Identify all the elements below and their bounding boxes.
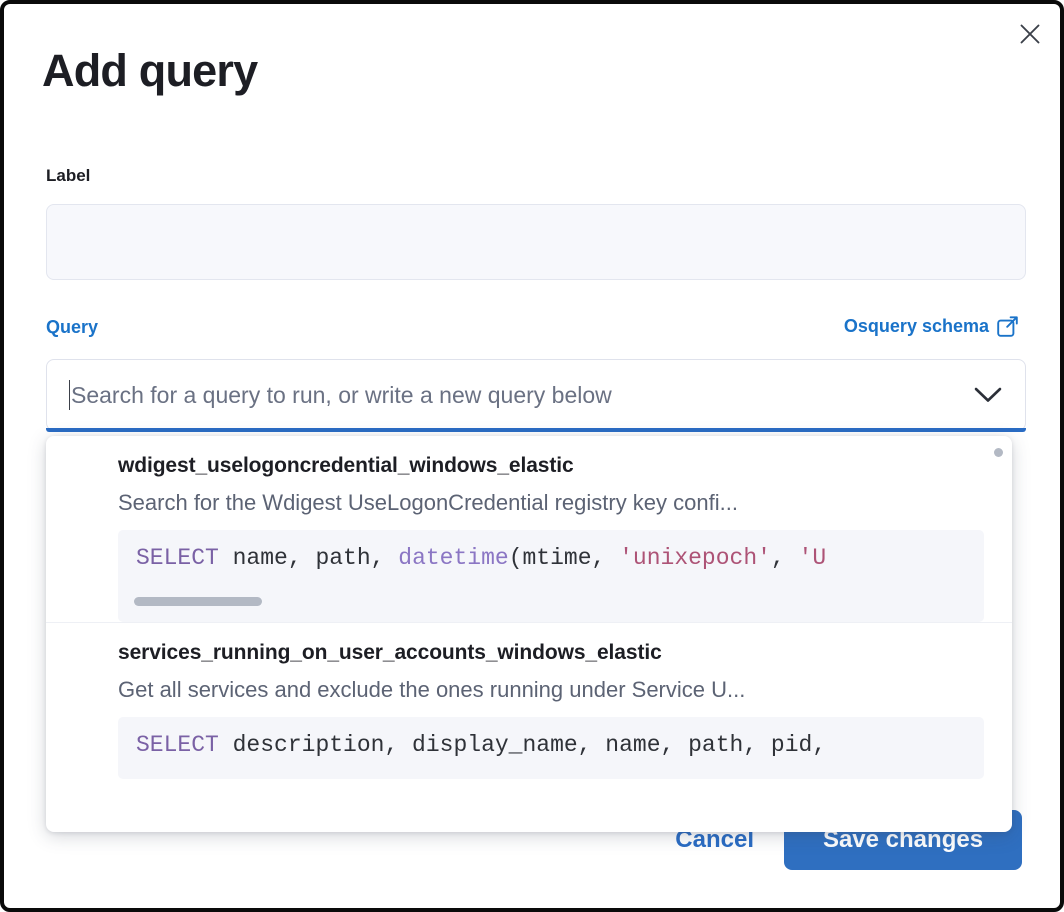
code-line: SELECT name, path, datetime(mtime, 'unix… bbox=[136, 545, 827, 571]
option-code-block: SELECT description, display_name, name, … bbox=[118, 717, 984, 779]
label-field-label: Label bbox=[46, 166, 91, 185]
text-caret bbox=[69, 380, 70, 410]
close-icon bbox=[1019, 23, 1041, 45]
option-description: Get all services and exclude the ones ru… bbox=[118, 677, 746, 702]
option-title: services_running_on_user_accounts_window… bbox=[118, 641, 662, 664]
list-item[interactable]: wdigest_uselogoncredential_windows_elast… bbox=[46, 436, 1012, 622]
dropdown-scrollbar-thumb[interactable] bbox=[994, 448, 1003, 457]
code-line: SELECT description, display_name, name, … bbox=[136, 732, 827, 758]
label-input[interactable] bbox=[46, 204, 1026, 280]
osquery-schema-link[interactable]: Osquery schema bbox=[844, 316, 1018, 337]
query-results-dropdown: wdigest_uselogoncredential_windows_elast… bbox=[46, 436, 1012, 832]
query-section-label[interactable]: Query bbox=[46, 317, 99, 337]
osquery-schema-link-label: Osquery schema bbox=[843, 316, 989, 336]
option-code-block: SELECT name, path, datetime(mtime, 'unix… bbox=[118, 530, 984, 622]
option-description: Search for the Wdigest UseLogonCredentia… bbox=[118, 490, 738, 515]
query-search-placeholder: Search for a query to run, or write a ne… bbox=[71, 381, 612, 408]
close-button[interactable] bbox=[1012, 16, 1048, 52]
query-search-combobox[interactable]: Search for a query to run, or write a ne… bbox=[46, 359, 1026, 431]
list-item[interactable]: services_running_on_user_accounts_window… bbox=[46, 622, 1012, 779]
chevron-down-icon[interactable] bbox=[973, 386, 1003, 404]
combobox-focus-underline bbox=[46, 428, 1026, 432]
code-horizontal-scrollbar[interactable] bbox=[134, 597, 262, 606]
option-title: wdigest_uselogoncredential_windows_elast… bbox=[118, 454, 574, 477]
external-link-icon bbox=[997, 316, 1018, 337]
page-title: Add query bbox=[42, 45, 258, 96]
